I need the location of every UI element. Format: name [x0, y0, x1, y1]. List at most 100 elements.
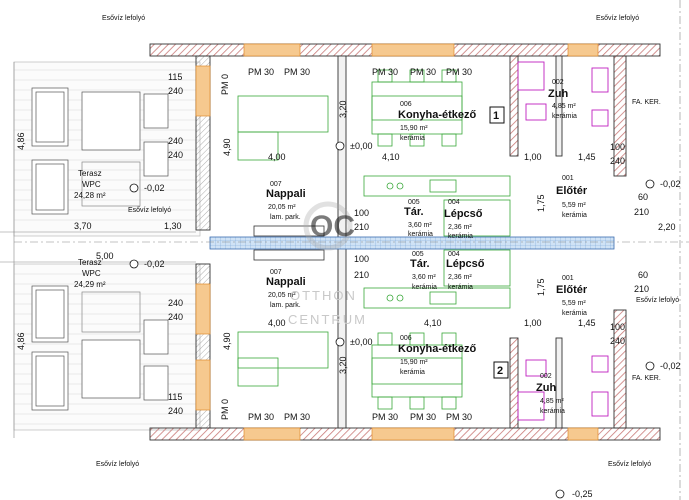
dim-240: 240 — [168, 298, 183, 308]
downspout-label: Esővíz lefolyó — [102, 15, 145, 22]
kitchen-bottom-floor: kerámia — [400, 369, 425, 376]
dim-240: 240 — [168, 406, 183, 416]
dim-240: 240 — [610, 156, 625, 166]
dim-pm30: PM 30 — [410, 412, 436, 422]
dim-pm30: PM 30 — [372, 412, 398, 422]
dim-4-90: 4,90 — [222, 138, 232, 156]
dim-3-70: 3,70 — [74, 221, 92, 231]
watermark-logo-text: OC — [310, 210, 355, 243]
dim-240: 240 — [168, 136, 183, 146]
level-minus-0-02: -0,02 — [144, 183, 165, 193]
stair-bottom-area: 2,36 m² — [448, 274, 472, 281]
living-bottom-code: 007 — [270, 269, 282, 276]
terrace-top-sub: WPC — [82, 180, 101, 189]
watermark-line1: OTTHON — [290, 288, 357, 303]
dim-115: 115 — [168, 72, 182, 82]
dim-pm0: PM 0 — [220, 74, 230, 95]
kitchen-top-code: 006 — [400, 101, 412, 108]
storage-top-code: 005 — [408, 199, 420, 206]
dim-1-45: 1,45 — [578, 318, 596, 328]
dim-2-20: 2,20 — [658, 222, 676, 232]
dim-115: 115 — [168, 392, 182, 402]
terrace-bottom-sub: WPC — [82, 269, 101, 278]
kitchen-top-name: Konyha-étkező — [398, 109, 477, 121]
dim-pm30: PM 30 — [372, 67, 398, 77]
bath-bottom-area: 4,85 m² — [540, 398, 564, 405]
storage-top-area: 3,60 m² — [408, 222, 432, 229]
dim-3-20: 3,20 — [338, 356, 348, 374]
downspout-label: Esővíz lefolyó — [128, 207, 171, 214]
dim-1-30: 1,30 — [164, 221, 182, 231]
dim-1-00: 1,00 — [524, 152, 542, 162]
dim-4-10: 4,10 — [424, 318, 442, 328]
kitchen-top-area: 15,90 m² — [400, 125, 428, 132]
dim-240: 240 — [610, 336, 625, 346]
living-top-floor: lam. park. — [270, 214, 301, 221]
watermark-line2: CENTRUM — [288, 312, 367, 327]
dim-100: 100 — [354, 208, 369, 218]
dim-pm30: PM 30 — [284, 67, 310, 77]
storage-bottom-floor: kerámia — [412, 284, 437, 291]
terrace-bottom-name: Terasz — [78, 258, 102, 267]
storage-top-floor: kerámia — [408, 231, 433, 238]
dim-4-00: 4,00 — [268, 318, 286, 328]
bath-bottom-name: Zuh — [536, 382, 556, 394]
dim-1-45: 1,45 — [578, 152, 596, 162]
dim-pm30: PM 30 — [446, 412, 472, 422]
dim-pm30: PM 30 — [446, 67, 472, 77]
dim-60: 60 — [638, 270, 648, 280]
dim-100: 100 — [354, 254, 369, 264]
dim-4-00: 4,00 — [268, 152, 286, 162]
dim-pm30: PM 30 — [248, 412, 274, 422]
dim-pm30: PM 30 — [248, 67, 274, 77]
unit-2-label: 2 — [497, 365, 503, 377]
party-wall — [209, 236, 615, 250]
living-top-name: Nappali — [266, 188, 306, 200]
storage-top-name: Tár. — [404, 206, 424, 218]
level-minus-0-02: -0,02 — [660, 361, 681, 371]
storage-bottom-area: 3,60 m² — [412, 274, 436, 281]
level-minus-0-25: -0,25 — [572, 489, 593, 499]
bath-top-area: 4,85 m² — [552, 103, 576, 110]
dim-240: 240 — [168, 150, 183, 160]
storage-bottom-code: 005 — [412, 251, 424, 258]
stair-top-area: 2,36 m² — [448, 224, 472, 231]
dim-4-10: 4,10 — [382, 152, 400, 162]
living-top-area: 20,05 m² — [268, 204, 296, 211]
hall-bottom-name: Előtér — [556, 284, 588, 296]
hall-top-floor: kerámia — [562, 212, 587, 219]
terrace-top-name: Terasz — [78, 169, 102, 178]
downspout-label: Esővíz lefolyó — [636, 297, 679, 304]
level-zero: ±0,00 — [350, 337, 372, 347]
dim-4-86: 4,86 — [16, 132, 26, 150]
bath-bottom-code: 002 — [540, 373, 552, 380]
stair-bottom-code: 004 — [448, 251, 460, 258]
dim-60: 60 — [638, 192, 648, 202]
downspout-label: Esővíz lefolyó — [608, 461, 651, 468]
living-bottom-name: Nappali — [266, 276, 306, 288]
kitchen-bottom-name: Konyha-étkező — [398, 343, 477, 355]
bath-top-code: 002 — [552, 79, 564, 86]
dim-5-00: 5,00 — [96, 251, 114, 261]
bath-top-floor: kerámia — [552, 113, 577, 120]
level-markers — [129, 141, 655, 499]
downspout-label: Esővíz lefolyó — [96, 461, 139, 468]
hall-bottom-floor: kerámia — [562, 310, 587, 317]
stair-top-floor: kerámia — [448, 233, 473, 240]
dim-210: 210 — [354, 222, 369, 232]
dim-210: 210 — [634, 284, 649, 294]
windows — [195, 43, 599, 441]
bath-top-name: Zuh — [548, 88, 568, 100]
bathroom-fixtures — [517, 61, 609, 421]
dim-1-75: 1,75 — [536, 278, 546, 296]
stair-top-name: Lépcső — [444, 208, 483, 220]
dim-3-20: 3,20 — [338, 100, 348, 118]
hall-top-area: 5,59 m² — [562, 202, 586, 209]
terrace-top-area: 24,28 m² — [74, 191, 106, 200]
hall-bottom-code: 001 — [562, 275, 574, 282]
level-zero: ±0,00 — [350, 141, 372, 151]
stair-bottom-name: Lépcső — [446, 258, 485, 270]
